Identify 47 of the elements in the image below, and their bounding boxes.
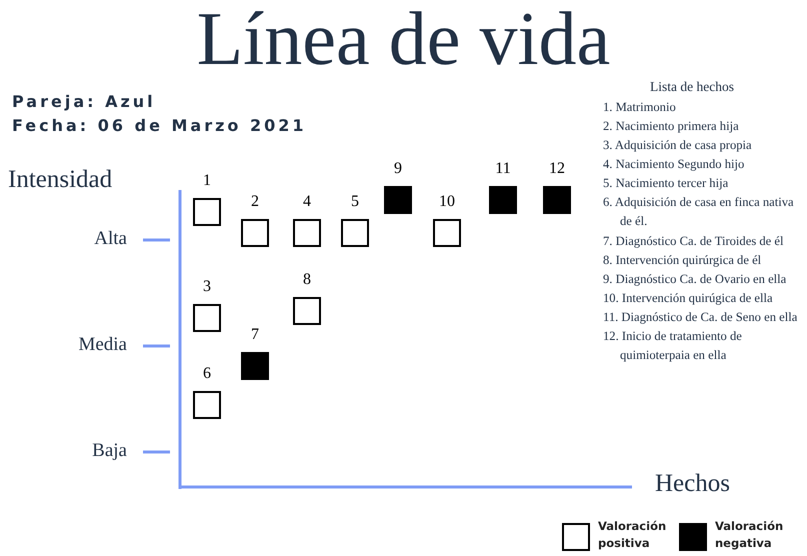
filled-square-marker xyxy=(489,186,517,214)
legend-text: Valoración positiva xyxy=(598,518,668,552)
list-item: 7. Diagnóstico Ca. de Tiroides de él xyxy=(603,233,784,250)
y-axis-title: Intensidad xyxy=(8,166,112,194)
info-text: Pareja: Azul xyxy=(12,92,156,111)
list-item: 1. Matrimonio xyxy=(603,99,677,116)
tick-label: Baja xyxy=(92,440,127,462)
legend-text: Valoración negativa xyxy=(715,518,784,552)
list-item: 10. Intervención quirúgica de ella xyxy=(603,290,774,307)
number-label: 9 xyxy=(394,160,402,178)
tick-label: Media xyxy=(78,334,127,356)
number-label: 10 xyxy=(439,193,455,211)
number-label: 12 xyxy=(549,160,565,178)
filled-square-marker xyxy=(241,352,269,380)
list-item: 12. Inicio de tratamiento de quimioterpaia en ella xyxy=(603,328,743,364)
hollow-square-marker xyxy=(241,219,269,247)
hollow-square-marker xyxy=(193,391,221,419)
number-label: 5 xyxy=(351,193,359,211)
number-label: 4 xyxy=(303,193,311,211)
info-text: Fecha: 06 de Marzo 2021 xyxy=(12,116,306,135)
number-label: 6 xyxy=(203,365,211,383)
number-label: 8 xyxy=(303,271,311,289)
number-label: 11 xyxy=(495,160,511,178)
number-label: 3 xyxy=(203,278,211,296)
filled-square-marker xyxy=(543,186,571,214)
number-label: 7 xyxy=(251,326,259,344)
list-item: 4. Nacimiento Segundo hijo xyxy=(603,156,746,173)
number-label: 1 xyxy=(203,172,211,190)
hollow-square-marker xyxy=(341,219,369,247)
x-axis-title: Hechos xyxy=(655,470,730,498)
title: Línea de vida xyxy=(196,0,612,83)
list-item: 11. Diagnóstico de Ca. de Seno en ella xyxy=(603,309,798,326)
hollow-square-marker xyxy=(293,297,321,325)
tick-label: Alta xyxy=(94,228,127,250)
hollow-square-marker xyxy=(193,304,221,332)
list-item: 2. Nacimiento primera hija xyxy=(603,118,740,135)
hollow-square-marker xyxy=(433,219,461,247)
list-item: 5. Nacimiento tercer hija xyxy=(603,175,730,192)
list-item: 6. Adquisición de casa en finca nativa de él. xyxy=(603,194,795,230)
list-item: 3. Adquisición de casa propia xyxy=(603,137,753,154)
hollow-square-marker xyxy=(193,198,221,226)
filled-square-marker xyxy=(384,186,412,214)
list-heading: Lista de hechos xyxy=(650,79,734,95)
hollow-square-marker xyxy=(293,219,321,247)
list-item: 9. Diagnóstico Ca. de Ovario en ella xyxy=(603,271,788,288)
number-label: 2 xyxy=(251,193,259,211)
list-item: 8. Intervención quirúrgica de él xyxy=(603,252,762,269)
